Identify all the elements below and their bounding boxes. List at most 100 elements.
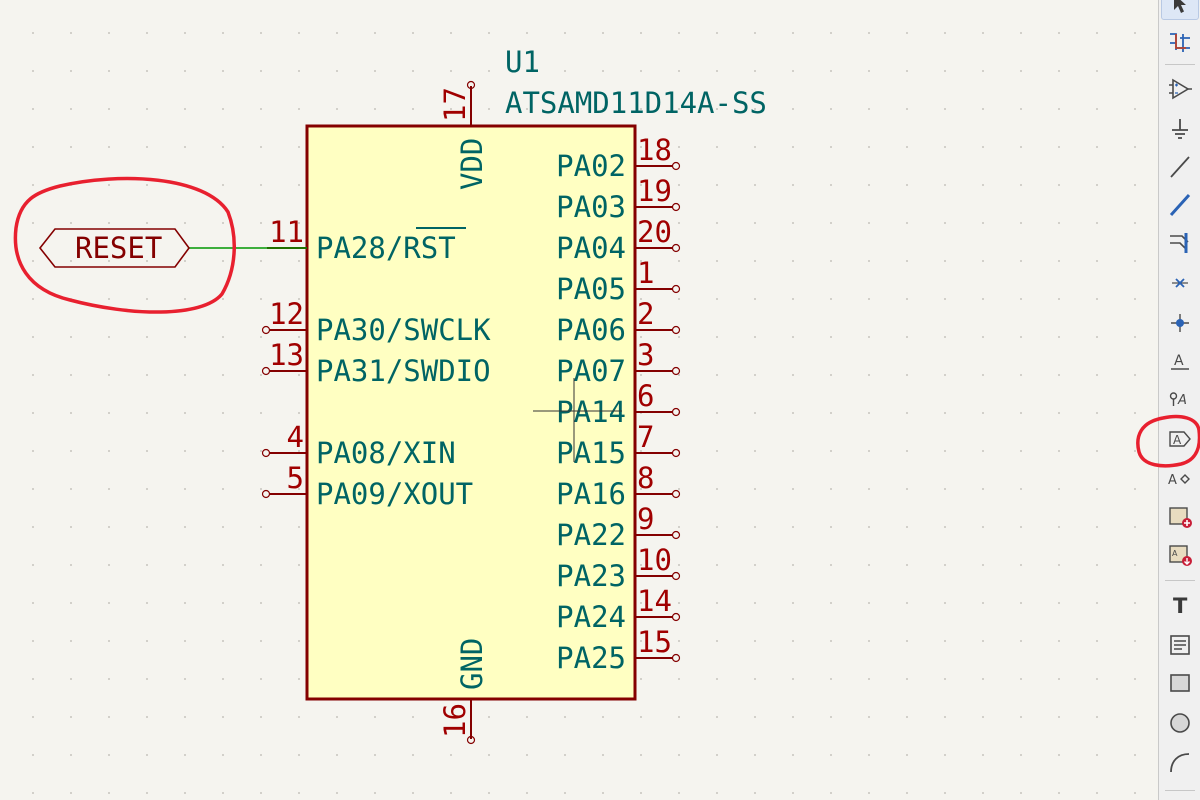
arc-icon (1170, 753, 1190, 773)
add-rectangle-tool[interactable] (1161, 666, 1199, 700)
global-label-reset[interactable]: RESET (38, 228, 190, 268)
add-text-tool[interactable]: T (1161, 588, 1199, 622)
pin-name: PA08/XIN (316, 436, 456, 470)
bus-entry-icon (1170, 233, 1189, 253)
pointer-icon (1174, 0, 1186, 13)
pin-name: PA03 (556, 190, 626, 224)
svg-text:T: T (1173, 594, 1188, 618)
pin-name: PA05 (556, 272, 626, 306)
right-toolbar: A A A A A (1136, 0, 1200, 800)
add-no-connect-tool[interactable] (1161, 266, 1199, 300)
pin-4[interactable]: 4 PA08/XIN (261, 420, 456, 470)
svg-text:A: A (1177, 393, 1187, 408)
add-junction-tool[interactable] (1161, 306, 1199, 340)
pin-name: PA06 (556, 313, 626, 347)
highlight-net-tool[interactable] (1161, 24, 1199, 58)
pin-5[interactable]: 5 PA09/XOUT (261, 461, 474, 511)
add-bus-tool[interactable] (1161, 188, 1199, 222)
crosshair-cursor (533, 378, 622, 462)
pin-number-gnd: 16 (438, 703, 472, 738)
wire-icon (1170, 156, 1190, 178)
pin-name: PA22 (556, 518, 626, 552)
add-net-label-tool[interactable]: A (1161, 344, 1199, 378)
import-sheet-pin-tool[interactable]: A (1161, 538, 1199, 572)
add-bus-entry-tool[interactable] (1161, 226, 1199, 260)
pin-9[interactable]: 9 PA22 (556, 502, 681, 552)
pin-name: PA23 (556, 559, 626, 593)
pin-14[interactable]: 14 PA24 (556, 584, 681, 634)
pin-name: PA02 (556, 149, 626, 183)
hier-label-icon: A (1168, 473, 1190, 488)
global-label-text: RESET (75, 231, 162, 265)
symbol-reference[interactable]: U1 (505, 45, 540, 79)
bus-icon (1169, 193, 1191, 217)
pin-18[interactable]: 18 PA02 (556, 133, 681, 183)
pin-name: PA28/RST (316, 231, 456, 265)
svg-text:A: A (1168, 473, 1177, 488)
pin-number: 5 (287, 461, 304, 495)
add-arc-tool[interactable] (1161, 746, 1199, 780)
pin-number: 8 (637, 461, 654, 495)
net-highlight-icon (1170, 33, 1190, 52)
pin-20[interactable]: 20 PA04 (556, 215, 681, 265)
pin-name: PA30/SWCLK (316, 313, 491, 347)
add-circle-tool[interactable] (1161, 706, 1199, 740)
pin-number-vdd: 17 (438, 87, 472, 122)
pin-number: 9 (637, 502, 654, 536)
sheet-pin-icon: A (1169, 545, 1192, 566)
pin-name: PA15 (556, 436, 626, 470)
annotation-circle-toolbar (1136, 414, 1200, 468)
directive-label-icon: A (1169, 392, 1187, 408)
add-global-label-tool[interactable]: A (1161, 422, 1199, 456)
pin-name: PA24 (556, 600, 626, 634)
pin-6[interactable]: 6 PA14 (556, 379, 681, 429)
add-textbox-tool[interactable] (1161, 628, 1199, 662)
sheet-icon (1169, 507, 1192, 528)
pin-name-vdd: VDD (455, 138, 489, 190)
add-hierarchical-label-tool[interactable]: A (1161, 462, 1199, 496)
pin-name: PA14 (556, 395, 626, 429)
pin-number: 13 (269, 338, 304, 372)
add-sheet-tool[interactable] (1161, 500, 1199, 534)
annotation-circle-reset (13, 176, 236, 314)
pin-7[interactable]: 7 PA15 (556, 420, 681, 470)
add-netclass-directive-tool[interactable]: A (1161, 382, 1199, 416)
add-symbol-tool[interactable] (1161, 72, 1199, 106)
pin-name-gnd: GND (455, 638, 489, 690)
pin-number: 20 (637, 215, 672, 249)
pin-number: 2 (637, 297, 654, 331)
rectangle-icon (1170, 674, 1190, 692)
select-tool[interactable] (1161, 0, 1199, 20)
pin-number: 18 (637, 133, 672, 167)
circle-icon (1170, 713, 1190, 733)
add-power-tool[interactable] (1161, 112, 1199, 146)
pin-name: PA07 (556, 354, 626, 388)
pin-name: PA04 (556, 231, 626, 265)
no-connect-icon (1172, 278, 1188, 288)
pin-number: 7 (637, 420, 654, 454)
svg-text:A: A (1174, 353, 1184, 369)
pin-name: PA09/XOUT (316, 477, 473, 511)
pin-vdd[interactable]: 17 VDD (438, 80, 489, 191)
pin-2[interactable]: 2 PA06 (556, 297, 681, 347)
svg-text:A: A (1172, 549, 1178, 558)
add-wire-tool[interactable] (1161, 150, 1199, 184)
pin-number: 4 (287, 420, 304, 454)
pin-number: 15 (637, 625, 672, 659)
pin-number: 6 (637, 379, 654, 413)
net-label-icon: A (1171, 353, 1189, 370)
pin-gnd[interactable]: 16 GND (438, 638, 489, 745)
pin-number: 14 (637, 584, 672, 618)
symbol-body[interactable] (305, 124, 637, 701)
symbol-value[interactable]: ATSAMD11D14A-SS (505, 86, 767, 120)
